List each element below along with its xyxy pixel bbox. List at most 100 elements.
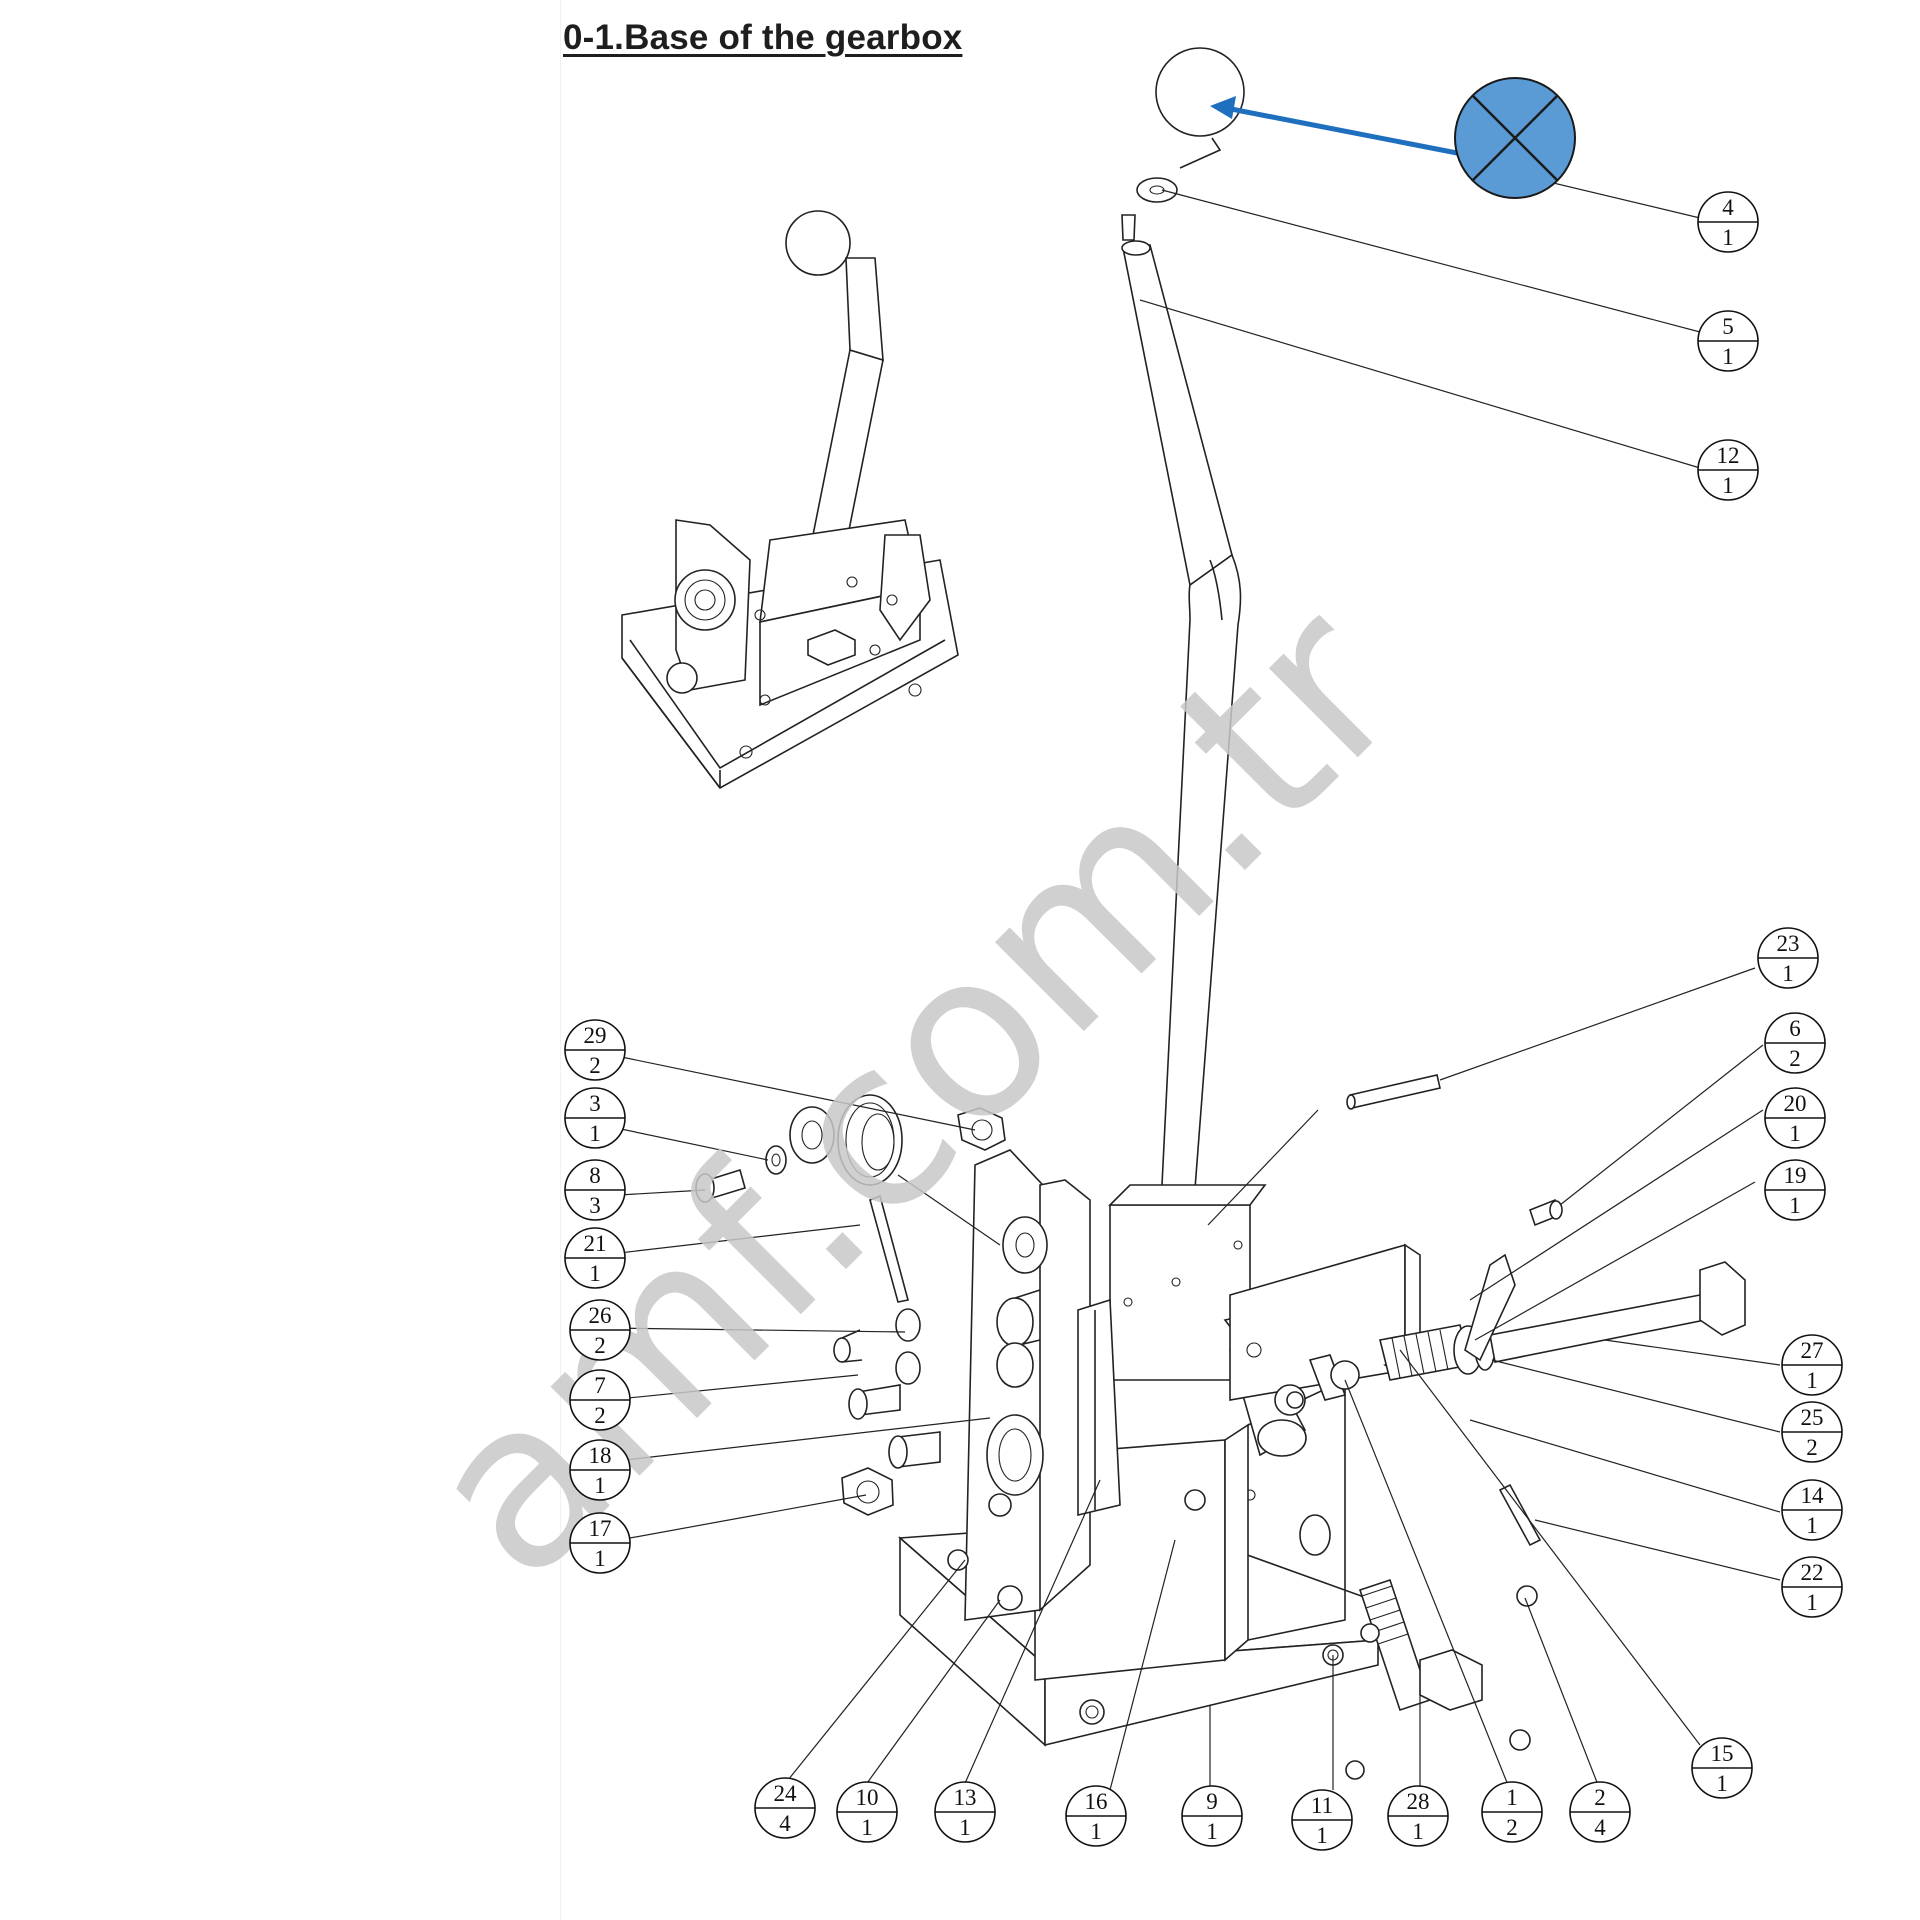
balloon-quantity: 1 (589, 1261, 601, 1286)
balloon-item-8: 83 (564, 1159, 626, 1221)
balloon-quantity: 2 (589, 1053, 601, 1078)
balloon-quantity: 2 (1806, 1435, 1818, 1460)
balloon-quantity: 1 (1206, 1819, 1218, 1844)
balloon-part-number: 14 (1801, 1483, 1825, 1508)
balloon-part-number: 20 (1784, 1091, 1807, 1116)
balloon-part-number: 29 (584, 1023, 607, 1048)
balloon-part-number: 21 (584, 1231, 607, 1256)
balloon-item-5: 51 (1697, 310, 1759, 372)
balloon-part-number: 16 (1085, 1789, 1108, 1814)
assembled-overview-view (621, 210, 959, 790)
large-washer-part (789, 1106, 835, 1164)
balloon-item-19: 191 (1764, 1159, 1826, 1221)
balloon-quantity: 2 (594, 1333, 606, 1358)
balloon-part-number: 6 (1789, 1016, 1801, 1041)
overview-nut (666, 662, 698, 694)
balloon-quantity: 1 (1782, 961, 1794, 986)
pivot-block-top (1108, 1184, 1267, 1206)
balloon-part-number: 25 (1801, 1405, 1824, 1430)
balloon-quantity: 1 (594, 1473, 606, 1498)
item-balloons: 4151121231622011912712521412211512923183… (564, 191, 1843, 1851)
balloon-part-number: 22 (1801, 1560, 1824, 1585)
balloon-part-number: 7 (594, 1373, 606, 1398)
balloon-quantity: 1 (589, 1121, 601, 1146)
balloon-item-18: 181 (569, 1439, 631, 1501)
lever-stud (1121, 214, 1136, 241)
balloon-item-6: 62 (1764, 1012, 1826, 1074)
balloon-part-number: 11 (1311, 1793, 1333, 1818)
balloon-part-number: 27 (1801, 1338, 1824, 1363)
overview-knob (785, 210, 851, 276)
balloon-item-22: 221 (1781, 1556, 1843, 1618)
lever-rod-lower (1159, 553, 1242, 1229)
balloon-part-number: 23 (1777, 931, 1800, 956)
balloon-quantity: 1 (1722, 225, 1734, 250)
balloon-item-28: 281 (1387, 1785, 1449, 1847)
balloon-quantity: 4 (779, 1811, 791, 1836)
balloon-quantity: 4 (1594, 1815, 1606, 1840)
overview-lever-lower (811, 348, 884, 546)
balloon-item-14: 141 (1781, 1479, 1843, 1541)
balloon-item-1: 12 (1481, 1781, 1543, 1843)
balloon-part-number: 17 (589, 1516, 612, 1541)
balloon-item-15: 151 (1691, 1737, 1753, 1799)
balloon-part-number: 1 (1506, 1785, 1518, 1810)
balloon-part-number: 2 (1594, 1785, 1606, 1810)
dowel-pin-part (1349, 1074, 1441, 1109)
balloon-quantity: 3 (589, 1193, 601, 1218)
side-bracket-part (1077, 1298, 1121, 1517)
balloon-item-11: 111 (1291, 1789, 1353, 1851)
balloon-quantity: 1 (1806, 1590, 1818, 1615)
flange-nut-part (957, 1107, 1006, 1151)
balloon-part-number: 9 (1206, 1789, 1218, 1814)
balloon-part-number: 10 (856, 1785, 879, 1810)
balloon-part-number: 26 (589, 1303, 612, 1328)
balloon-item-4: 41 (1697, 191, 1759, 253)
hex-nut-part (841, 1467, 894, 1516)
bearing-bushing-part (986, 1414, 1044, 1496)
exploded-view (695, 47, 1746, 1780)
balloon-part-number: 5 (1722, 314, 1734, 339)
sheet-edge-line (560, 0, 561, 1920)
balloon-quantity: 1 (594, 1546, 606, 1571)
balloon-part-number: 15 (1711, 1741, 1734, 1766)
balloon-item-16: 161 (1065, 1785, 1127, 1847)
balloon-item-17: 171 (569, 1512, 631, 1574)
balloon-item-23: 231 (1757, 927, 1819, 989)
overview-bracket (879, 534, 931, 642)
balloon-item-7: 72 (569, 1369, 631, 1431)
balloon-item-3: 31 (564, 1087, 626, 1149)
balloon-quantity: 1 (959, 1815, 971, 1840)
balloon-part-number: 28 (1407, 1789, 1430, 1814)
annotation-arrowhead (1210, 96, 1236, 119)
balloon-item-9: 91 (1181, 1785, 1243, 1847)
balloon-quantity: 1 (1789, 1193, 1801, 1218)
leader-lines (601, 174, 1781, 1791)
annotation-marker (1210, 77, 1576, 199)
sheet-margin (0, 0, 560, 1920)
balloon-quantity: 1 (1722, 344, 1734, 369)
overview-lever-upper (845, 257, 884, 362)
balloon-quantity: 2 (1789, 1046, 1801, 1071)
bolt-head (1699, 1261, 1746, 1336)
watermark: amf.com.tr (375, 555, 1449, 1629)
balloon-quantity: 1 (1806, 1513, 1818, 1538)
balloon-part-number: 24 (774, 1781, 798, 1806)
balloon-quantity: 1 (1722, 473, 1734, 498)
balloon-quantity: 1 (1412, 1819, 1424, 1844)
upper-bushing-part (1002, 1216, 1048, 1274)
balloon-item-24: 244 (754, 1777, 816, 1839)
balloon-item-2: 24 (1569, 1781, 1631, 1843)
balloon-item-25: 252 (1781, 1401, 1843, 1463)
long-bolt-part (1489, 1294, 1706, 1363)
overview-hex-nut (807, 629, 856, 666)
annotation-arrow (1225, 105, 1458, 156)
page-title: 0-1.Base of the gearbox (563, 18, 963, 57)
balloon-item-12: 121 (1697, 439, 1759, 501)
balloon-item-27: 271 (1781, 1334, 1843, 1396)
balloon-quantity: 1 (1789, 1121, 1801, 1146)
balloon-item-10: 101 (836, 1781, 898, 1843)
balloon-quantity: 1 (1806, 1368, 1818, 1393)
balloon-item-20: 201 (1764, 1087, 1826, 1149)
